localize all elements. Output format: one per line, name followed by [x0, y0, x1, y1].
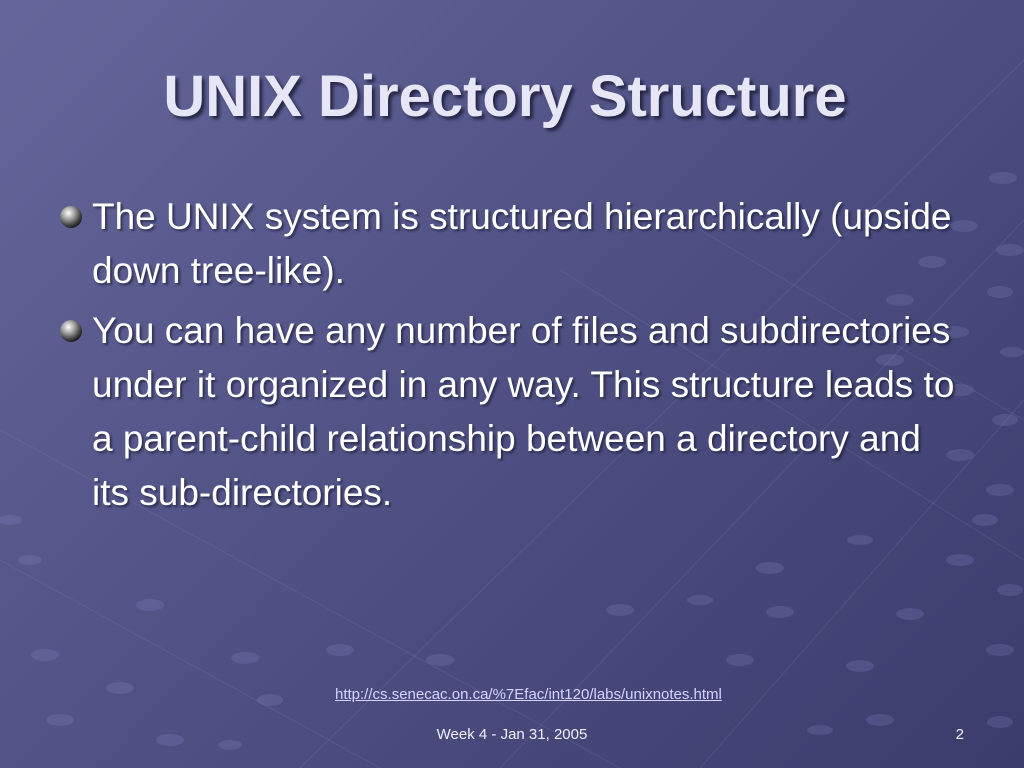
bullet-item: The UNIX system is structured hierarchic… — [58, 190, 958, 298]
sphere-bullet-icon — [60, 320, 82, 342]
bullet-item: You can have any number of files and sub… — [58, 304, 958, 520]
footer-date: Week 4 - Jan 31, 2005 — [436, 726, 588, 743]
bullet-text: You can have any number of files and sub… — [92, 310, 955, 513]
bullet-text: The UNIX system is structured hierarchic… — [92, 196, 952, 291]
sphere-bullet-icon — [60, 206, 82, 228]
page-number: 2 — [955, 726, 964, 743]
slide-title: UNIX Directory Structure — [163, 64, 847, 129]
reference-link[interactable]: http://cs.senecac.on.ca/%7Efac/int120/la… — [335, 686, 722, 703]
bullet-list: The UNIX system is structured hierarchic… — [58, 190, 958, 526]
